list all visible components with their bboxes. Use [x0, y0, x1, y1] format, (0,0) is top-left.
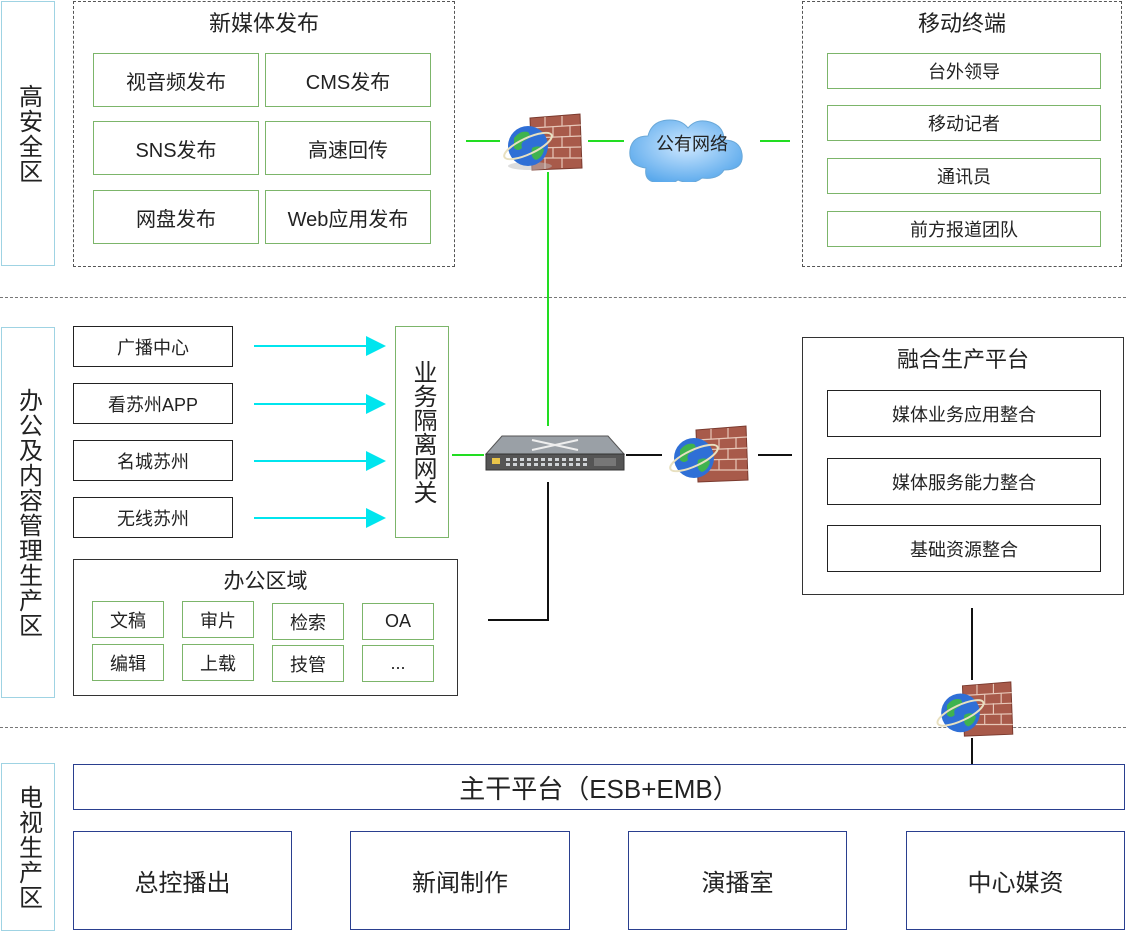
source-item: 无线苏州 [73, 497, 233, 538]
mobile-title: 移动终端 [917, 11, 1006, 36]
zone-label-high-security: 高安全区 [1, 1, 55, 266]
office-title: 办公区域 [223, 570, 308, 593]
fusion-item: 媒体业务应用整合 [827, 390, 1101, 437]
office-item: 文稿 [92, 601, 164, 638]
tv-item: 演播室 [628, 831, 847, 930]
office-item: 检索 [272, 603, 344, 640]
new-media-item: 高速回传 [265, 121, 431, 175]
office-item: 技管 [272, 645, 344, 682]
office-item: ... [362, 645, 434, 682]
new-media-item: Web应用发布 [265, 190, 431, 244]
tv-item: 中心媒资 [906, 831, 1125, 930]
new-media-item: 网盘发布 [93, 190, 259, 244]
firewall-globe-icon [932, 680, 1020, 740]
new-media-panel: 新媒体发布 视音频发布 CMS发布 SNS发布 高速回传 网盘发布 Web应用发… [73, 1, 455, 267]
new-media-item: 视音频发布 [93, 53, 259, 107]
cloud-label: 公有网络 [656, 134, 728, 154]
fusion-title: 融合生产平台 [896, 347, 1029, 372]
tv-item: 总控播出 [73, 831, 292, 930]
source-item: 名城苏州 [73, 440, 233, 481]
fusion-item: 基础资源整合 [827, 525, 1101, 572]
mobile-item: 通讯员 [827, 158, 1101, 194]
office-item: 编辑 [92, 644, 164, 681]
zone-separator-top [0, 297, 1126, 298]
mobile-item: 前方报道团队 [827, 211, 1101, 247]
office-area-panel: 办公区域 文稿 审片 检索 OA 编辑 上载 技管 ... [73, 559, 458, 696]
firewall-globe-icon [500, 112, 588, 174]
mobile-item: 移动记者 [827, 105, 1101, 141]
mobile-terminal-panel: 移动终端 台外领导 移动记者 通讯员 前方报道团队 [802, 1, 1122, 267]
new-media-item: SNS发布 [93, 121, 259, 175]
office-item: 审片 [182, 601, 254, 638]
tv-item: 新闻制作 [350, 831, 570, 930]
new-media-title: 新媒体发布 [208, 11, 319, 36]
zone-label-office-content: 办公及内容管理生产区 [1, 327, 55, 698]
mobile-item: 台外领导 [827, 53, 1101, 89]
source-item: 广播中心 [73, 326, 233, 367]
public-network-cloud: 公有网络 [624, 110, 760, 182]
new-media-item: CMS发布 [265, 53, 431, 107]
cloud-icon [629, 119, 743, 182]
link-switch-office [488, 482, 549, 621]
firewall-globe-icon [662, 424, 758, 486]
source-item: 看苏州APP [73, 383, 233, 424]
office-item: 上载 [182, 644, 254, 681]
zone-label-tv-production: 电视生产区 [1, 763, 55, 931]
backbone-platform: 主干平台（ESB+EMB） [73, 764, 1125, 810]
office-item: OA [362, 603, 434, 640]
network-switch-icon [484, 428, 626, 484]
business-isolation-gateway: 业务隔离网关 [395, 326, 449, 538]
fusion-platform-panel: 融合生产平台 媒体业务应用整合 媒体服务能力整合 基础资源整合 [802, 337, 1124, 595]
zone-separator-bottom [0, 727, 1126, 728]
fusion-item: 媒体服务能力整合 [827, 458, 1101, 505]
